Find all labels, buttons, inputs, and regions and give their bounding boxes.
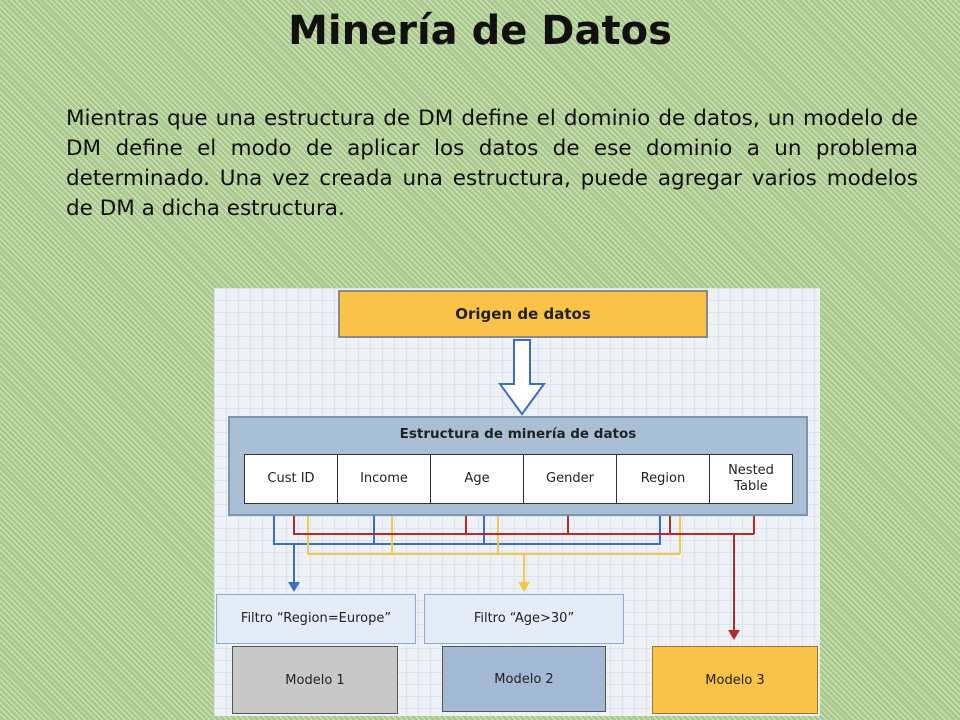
model-1-arrowhead [288, 582, 300, 592]
mining-structure-box: Estructura de minería de datos Cust ID I… [228, 416, 808, 516]
model-2-box: Modelo 2 [442, 646, 606, 712]
origin-data-box: Origen de datos [338, 290, 708, 338]
column-gender: Gender [523, 454, 617, 504]
column-age: Age [430, 454, 524, 504]
column-cust-id: Cust ID [244, 454, 338, 504]
model-1-box: Modelo 1 [232, 646, 398, 714]
filter-region-europe: Filtro “Region=Europe” [216, 594, 416, 644]
body-paragraph: Mientras que una estructura de DM define… [66, 106, 918, 221]
column-region: Region [616, 454, 710, 504]
source-to-structure-arrow [498, 339, 546, 416]
slide-title: Minería de Datos [288, 8, 672, 54]
model-3-arrowhead [728, 630, 740, 640]
column-nested-table: Nested Table [709, 454, 793, 504]
data-mining-diagram: Origen de datos Estructura de minería de… [214, 288, 820, 716]
mining-structure-title: Estructura de minería de datos [399, 426, 637, 442]
column-income: Income [337, 454, 431, 504]
model-2-arrowhead [518, 582, 530, 592]
filter-age-over-30: Filtro “Age>30” [424, 594, 624, 644]
model-3-box: Modelo 3 [652, 646, 818, 714]
